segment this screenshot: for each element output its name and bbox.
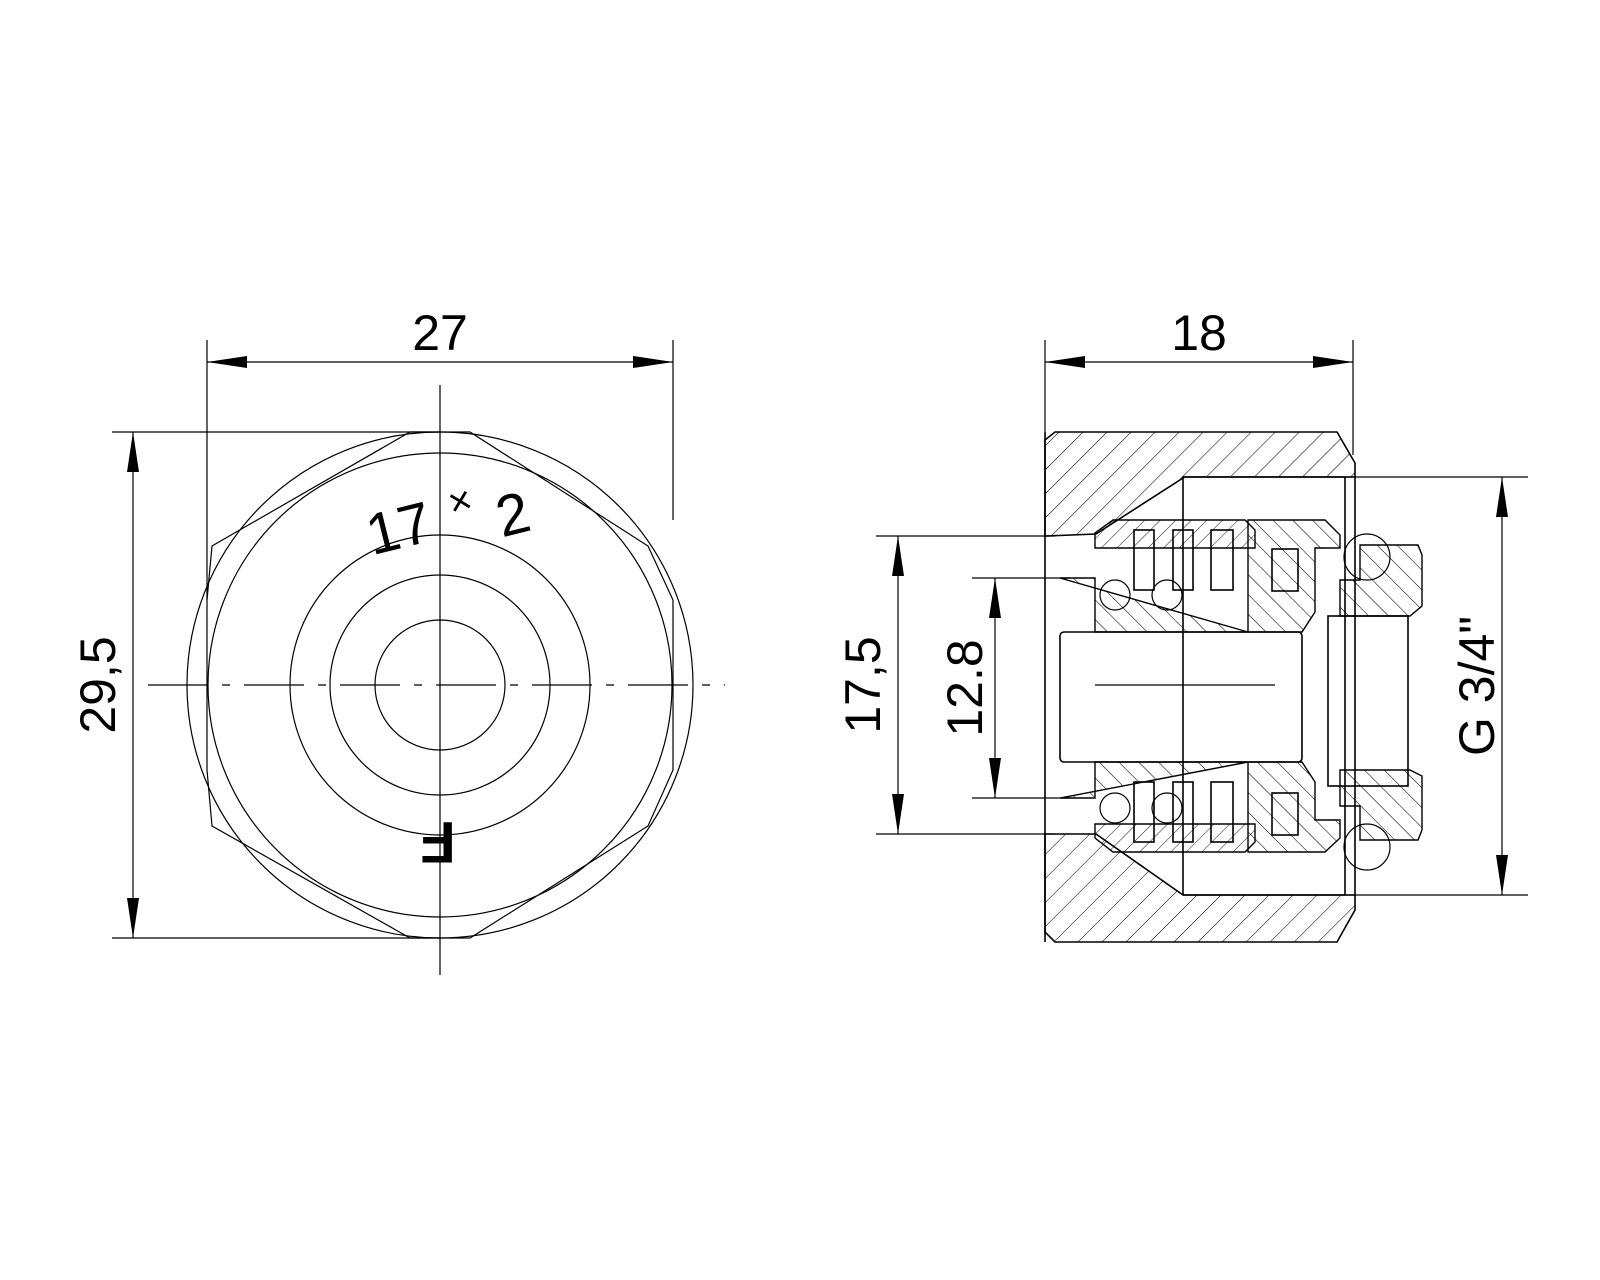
size-marking-sub: 2 <box>489 479 536 550</box>
size-marking-x: × <box>443 477 476 525</box>
compression-ring-top <box>1094 519 1256 549</box>
dimension-bore: 12.8 <box>937 577 1070 799</box>
dimension-bore-label: 12.8 <box>937 639 993 736</box>
logo-letter: F <box>420 809 455 874</box>
dimension-height-label: 29,5 <box>70 636 126 733</box>
size-marking-main: 17 <box>360 489 438 568</box>
insert-body-top <box>1059 519 1341 633</box>
dimension-thread-label: G 3/4" <box>1449 616 1505 756</box>
o-rings <box>1099 533 1391 871</box>
dimension-length: 18 <box>1044 305 1354 455</box>
section-view: 18 17,5 12.8 G 3/4" <box>835 305 1528 943</box>
size-marking: 17 × 2 <box>360 477 537 568</box>
dimension-width-label: 27 <box>412 305 468 361</box>
insert-body-bottom <box>1059 761 1341 853</box>
dimension-thread: G 3/4" <box>1345 476 1528 896</box>
dimension-height: 29,5 <box>70 431 440 939</box>
dimension-length-label: 18 <box>1171 305 1227 361</box>
dimension-width: 27 <box>206 305 674 600</box>
compression-ring-bottom <box>1094 823 1256 853</box>
dimension-outer-seal-label: 17,5 <box>835 636 891 733</box>
dimension-outer-seal: 17,5 <box>835 535 1055 835</box>
front-view: 17 × 2 F 27 29,5 <box>70 305 725 975</box>
